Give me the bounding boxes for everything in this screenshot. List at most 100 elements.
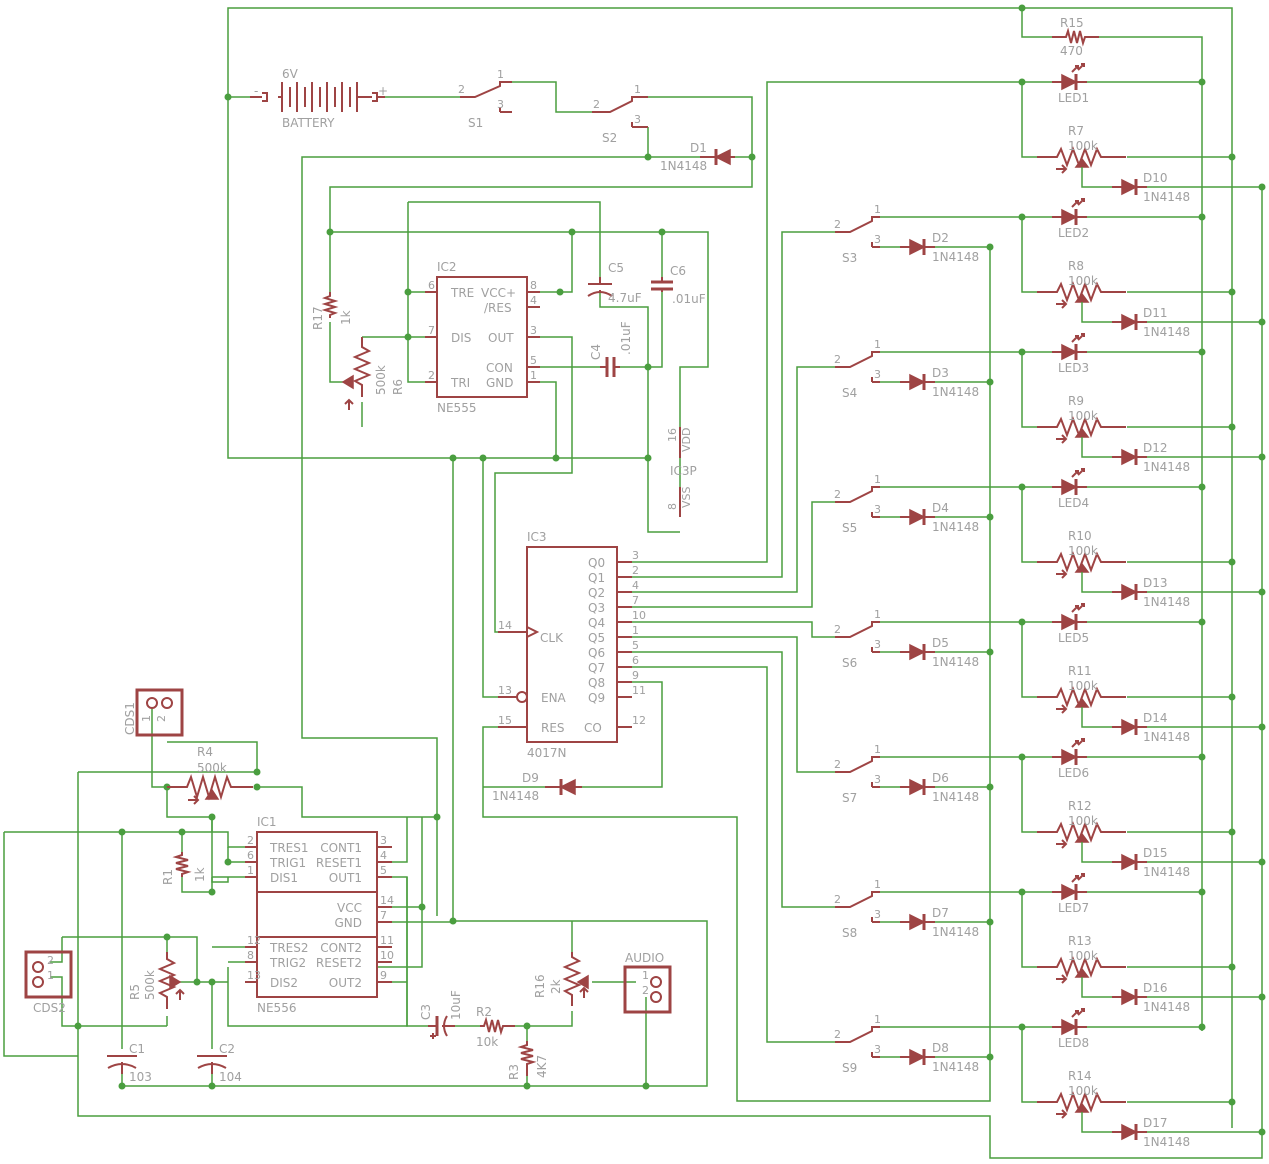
capacitor-c5: C5 4.7uF	[587, 261, 642, 305]
switch-s2[interactable]: 2 1 3 S2	[592, 83, 648, 145]
diode-name: D4	[932, 501, 949, 515]
junction-dot	[208, 888, 216, 896]
diode-d9: D9 1N4148	[492, 771, 582, 803]
ic1-pin-number: 1	[247, 864, 254, 877]
svg-text:IC2: IC2	[437, 260, 457, 274]
resistor-r2: R2 10k	[476, 1005, 515, 1049]
trimmer-name: R8	[1068, 259, 1084, 273]
diode-value: 1N4148	[1143, 865, 1190, 879]
led-label: LED6	[1058, 766, 1089, 780]
cds2-connector[interactable]: 2 1 CDS2	[24, 950, 73, 1015]
diode-name: D7	[932, 906, 949, 920]
junction-dot	[449, 454, 457, 462]
junction-dot	[1018, 1023, 1026, 1031]
svg-text:2k: 2k	[549, 979, 563, 994]
svg-text:5: 5	[530, 354, 537, 367]
trimmer-r4[interactable]: R4 500k	[167, 745, 253, 805]
junction-dot	[1258, 588, 1266, 596]
junction-dot	[1258, 723, 1266, 731]
diode-value: 1N4148	[1143, 1135, 1190, 1149]
svg-text:3: 3	[874, 773, 881, 786]
svg-text:3: 3	[634, 113, 641, 126]
svg-text:2: 2	[155, 715, 168, 722]
svg-text:1N4148: 1N4148	[660, 159, 707, 173]
junction-dot	[118, 828, 126, 836]
diode-value: 1N4148	[932, 790, 979, 804]
trimmer-name: R9	[1068, 394, 1084, 408]
switch-s1[interactable]: 2 1 3 S1	[458, 68, 512, 130]
svg-text:4017N: 4017N	[527, 746, 567, 760]
svg-text:2: 2	[834, 353, 841, 366]
battery-name: BATTERY	[282, 116, 335, 130]
junction-dot	[1228, 558, 1236, 566]
s2-label: S2	[602, 131, 617, 145]
svg-text:NE555: NE555	[437, 401, 476, 415]
svg-text:C5: C5	[608, 261, 624, 275]
junction-dot	[1198, 1023, 1206, 1031]
trimmer-r5[interactable]: R5 500k	[128, 952, 185, 1009]
diode-value: 1N4148	[1143, 325, 1190, 339]
junction-dot	[326, 228, 334, 236]
s1-label: S1	[468, 116, 483, 130]
junction-dot	[1228, 423, 1236, 431]
ic1-pin-label: RESET2	[316, 956, 362, 970]
svg-text:3: 3	[874, 638, 881, 651]
trimmer-value: 100k	[1068, 409, 1098, 423]
ic3-pin-number: 7	[632, 594, 639, 607]
led-label: LED2	[1058, 226, 1089, 240]
junction-dot	[1258, 183, 1266, 191]
audio-connector[interactable]: 1 2 AUDIO	[623, 951, 672, 1014]
junction-dot	[208, 978, 216, 986]
junction-dot	[163, 933, 171, 941]
switch-label: S6	[842, 656, 857, 670]
resistor-r15: R15 470	[1052, 16, 1099, 58]
svg-text:R15: R15	[1060, 16, 1084, 30]
trimmer-r6[interactable]: 500k R6	[341, 337, 405, 410]
svg-text:1: 1	[634, 83, 641, 96]
ic1-pin-label: TRIG2	[269, 956, 306, 970]
cds1-connector[interactable]: CDS1 1 2	[123, 688, 184, 737]
svg-text:1: 1	[874, 203, 881, 216]
svg-text:15: 15	[498, 714, 512, 727]
svg-text:R16: R16	[533, 974, 547, 998]
svg-text:CDS1: CDS1	[123, 702, 137, 735]
diode-name: D14	[1143, 711, 1168, 725]
junction-dot	[1018, 4, 1026, 12]
ic1-pin-number: 3	[380, 834, 387, 847]
junction-dot	[1258, 318, 1266, 326]
junction-dot	[523, 1082, 531, 1090]
ic1-pin-label: DIS1	[270, 871, 298, 885]
svg-text:AUDIO: AUDIO	[625, 951, 664, 965]
junction-dot	[1198, 78, 1206, 86]
trimmer-r16[interactable]: R16 2k	[533, 952, 589, 1006]
junction-dot	[404, 333, 412, 341]
svg-text:6: 6	[428, 279, 435, 292]
svg-text:1: 1	[530, 369, 537, 382]
junction-dot	[658, 228, 666, 236]
svg-text:+: +	[378, 84, 388, 98]
junction-dot	[523, 1022, 531, 1030]
ic3-pin-label: Q3	[588, 601, 605, 615]
svg-text:DIS: DIS	[451, 331, 471, 345]
svg-text:14: 14	[498, 619, 512, 632]
junction-dot	[986, 513, 994, 521]
trimmer-value: 100k	[1068, 679, 1098, 693]
led-label: LED5	[1058, 631, 1089, 645]
